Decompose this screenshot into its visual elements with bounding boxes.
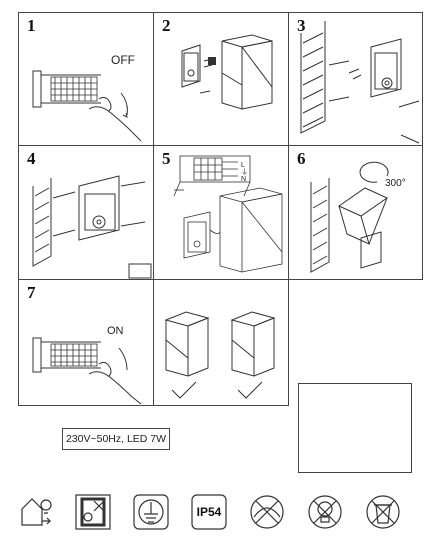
step-number: 2: [162, 16, 171, 35]
wire-label: L: [241, 162, 245, 169]
fixture-open-illustration: [181, 34, 273, 110]
specification-label: 230V~50Hz, LED 7W: [62, 428, 170, 450]
correct-orientation-illustration: [164, 311, 276, 399]
wire-label: ⏚: [241, 168, 248, 176]
wire-label: N: [241, 176, 246, 183]
switch-off-illustration: [32, 70, 142, 142]
symbol-row: IP54: [18, 493, 423, 533]
ip-rating-icon: IP54: [191, 494, 227, 530]
switch-state-label: ON: [107, 325, 124, 337]
step-4-panel: 4: [18, 145, 154, 280]
step-6-panel: 6 300°: [288, 145, 423, 280]
step-number: 4: [27, 149, 36, 168]
blank-notes-box: [298, 383, 412, 473]
screw-fixing-illustration: [32, 175, 152, 279]
step-2-panel: 2: [153, 12, 289, 146]
step-number: 6: [297, 149, 306, 168]
switch-on-illustration: [32, 337, 142, 405]
no-recessed-icon: [75, 494, 111, 530]
step-number: 7: [27, 283, 36, 302]
step-1-panel: 1 OFF: [18, 12, 154, 146]
step-7-panel: 7 ON: [18, 279, 154, 406]
no-dustbin-icon: [366, 495, 400, 529]
no-bulb-disposal-icon: [308, 495, 342, 529]
step-number: 5: [162, 149, 171, 168]
step-number: 3: [297, 16, 306, 35]
wiring-illustration: L ⏚ N: [173, 155, 283, 273]
indoor-outdoor-icon: [21, 498, 52, 526]
instruction-grid: 1 OFF 2: [18, 12, 423, 406]
step-5-panel: 5 L ⏚ N: [153, 145, 289, 280]
earth-ground-icon: [133, 494, 169, 530]
rotation-angle-label: 300°: [385, 178, 406, 189]
rotate-head-illustration: 300°: [310, 161, 406, 273]
no-cover-icon: [250, 495, 284, 529]
correct-orientation-panel: [153, 279, 289, 406]
switch-state-label: OFF: [111, 53, 135, 67]
wall-mount-illustration: [300, 21, 420, 144]
ip-rating-label: IP54: [197, 505, 222, 519]
step-3-panel: 3: [288, 12, 423, 146]
step-number: 1: [27, 16, 36, 35]
